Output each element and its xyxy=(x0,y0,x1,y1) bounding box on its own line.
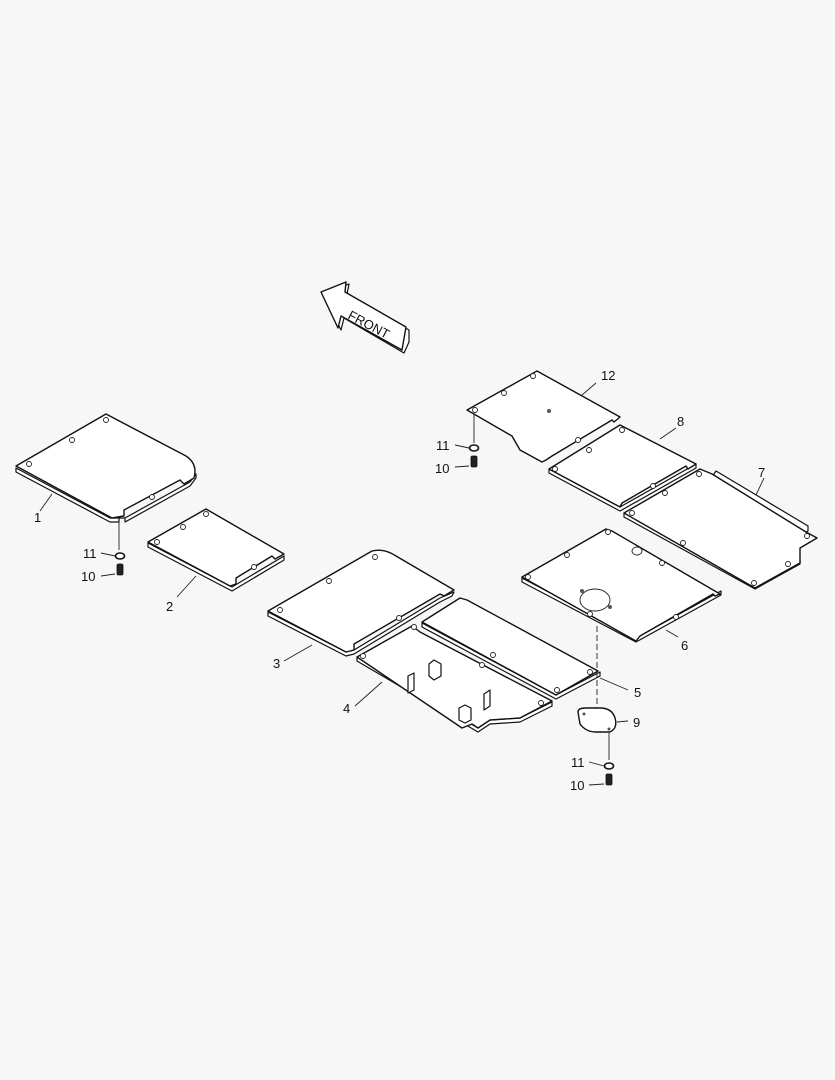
bolt-icon xyxy=(470,455,478,468)
part-8-floor-plate xyxy=(548,424,697,512)
callout-10-top: 10 xyxy=(435,461,449,476)
callout-1: 1 xyxy=(34,510,41,525)
callout-10-bottom: 10 xyxy=(570,778,584,793)
bolt-icon xyxy=(116,563,124,576)
part-4-floor-plate-with-brackets xyxy=(354,624,553,733)
callout-6: 6 xyxy=(681,638,688,653)
hardware-set-bottom xyxy=(588,761,615,786)
callout-12: 12 xyxy=(601,368,615,383)
part-6-floor-plate-with-opening xyxy=(521,528,722,722)
callout-9: 9 xyxy=(633,715,640,730)
part-9-access-cover xyxy=(577,707,629,760)
hardware-set-left xyxy=(100,552,126,577)
callout-8: 8 xyxy=(677,414,684,429)
part-7-floor-plate xyxy=(623,468,818,590)
hardware-set-top xyxy=(454,444,480,468)
callout-7: 7 xyxy=(758,465,765,480)
callout-11-bottom: 11 xyxy=(571,755,585,770)
callout-11-left: 11 xyxy=(83,546,97,561)
bolt-icon xyxy=(605,773,613,786)
callout-2: 2 xyxy=(166,599,173,614)
front-direction-arrow: FRONT xyxy=(320,281,410,354)
part-1-floor-plate xyxy=(15,413,197,550)
callout-3: 3 xyxy=(273,656,280,671)
callout-4: 4 xyxy=(343,701,350,716)
callout-5: 5 xyxy=(634,685,641,700)
part-2-floor-plate xyxy=(147,508,285,598)
part-12-floor-plate xyxy=(466,370,621,463)
part-5-floor-plate xyxy=(421,597,629,700)
callout-10-left: 10 xyxy=(81,569,95,584)
washer-icon xyxy=(468,444,480,452)
callout-11-top: 11 xyxy=(436,438,450,453)
part-3-floor-plate xyxy=(267,549,455,662)
washer-icon xyxy=(603,762,615,770)
washer-icon xyxy=(114,552,126,560)
